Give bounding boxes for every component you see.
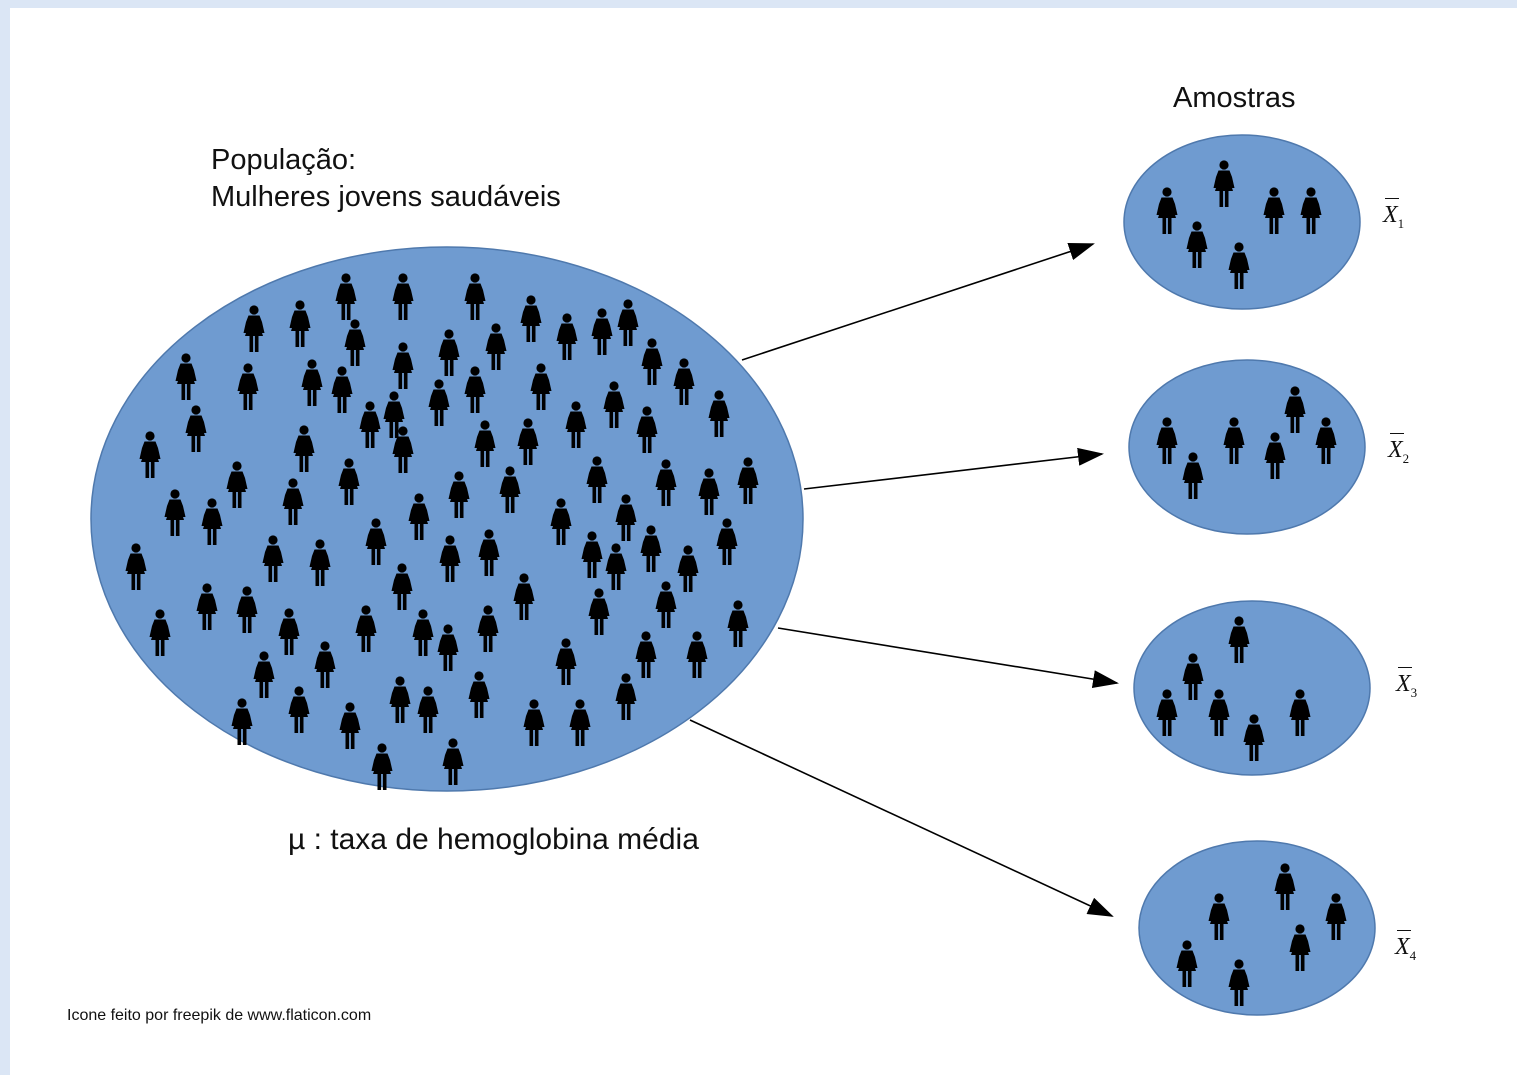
population-title: População: Mulheres jovens saudáveis	[211, 142, 561, 216]
population-title-line1: População:	[211, 144, 357, 176]
diagram-canvas: População: Mulheres jovens saudáveis Amo…	[10, 8, 1517, 1075]
diagram-svg	[90, 134, 1376, 1016]
sample-mean-label-3: X3	[1396, 667, 1417, 701]
sample-mean-label-4: X4	[1395, 930, 1416, 964]
population-ellipse	[90, 246, 804, 792]
sample-ellipse-4	[1138, 840, 1376, 1016]
population-title-line2: Mulheres jovens saudáveis	[211, 181, 561, 213]
arrow-to-sample-2	[803, 447, 1104, 490]
population-parameter-label: µ : taxa de hemoglobina média	[288, 823, 699, 856]
icon-credit: Icone feito por freepik de www.flaticon.…	[67, 1007, 372, 1024]
samples-title: Amostras	[1173, 82, 1296, 114]
sample-ellipse-3	[1133, 600, 1371, 776]
sample-ellipse-1	[1123, 134, 1361, 310]
sample-ellipse-2	[1128, 359, 1366, 535]
sample-mean-label-2: X2	[1388, 433, 1409, 467]
arrow-to-sample-4	[689, 719, 1114, 917]
sample-mean-label-1: X1	[1383, 198, 1404, 232]
arrow-to-sample-1	[741, 242, 1095, 361]
arrow-to-sample-3	[777, 627, 1119, 689]
